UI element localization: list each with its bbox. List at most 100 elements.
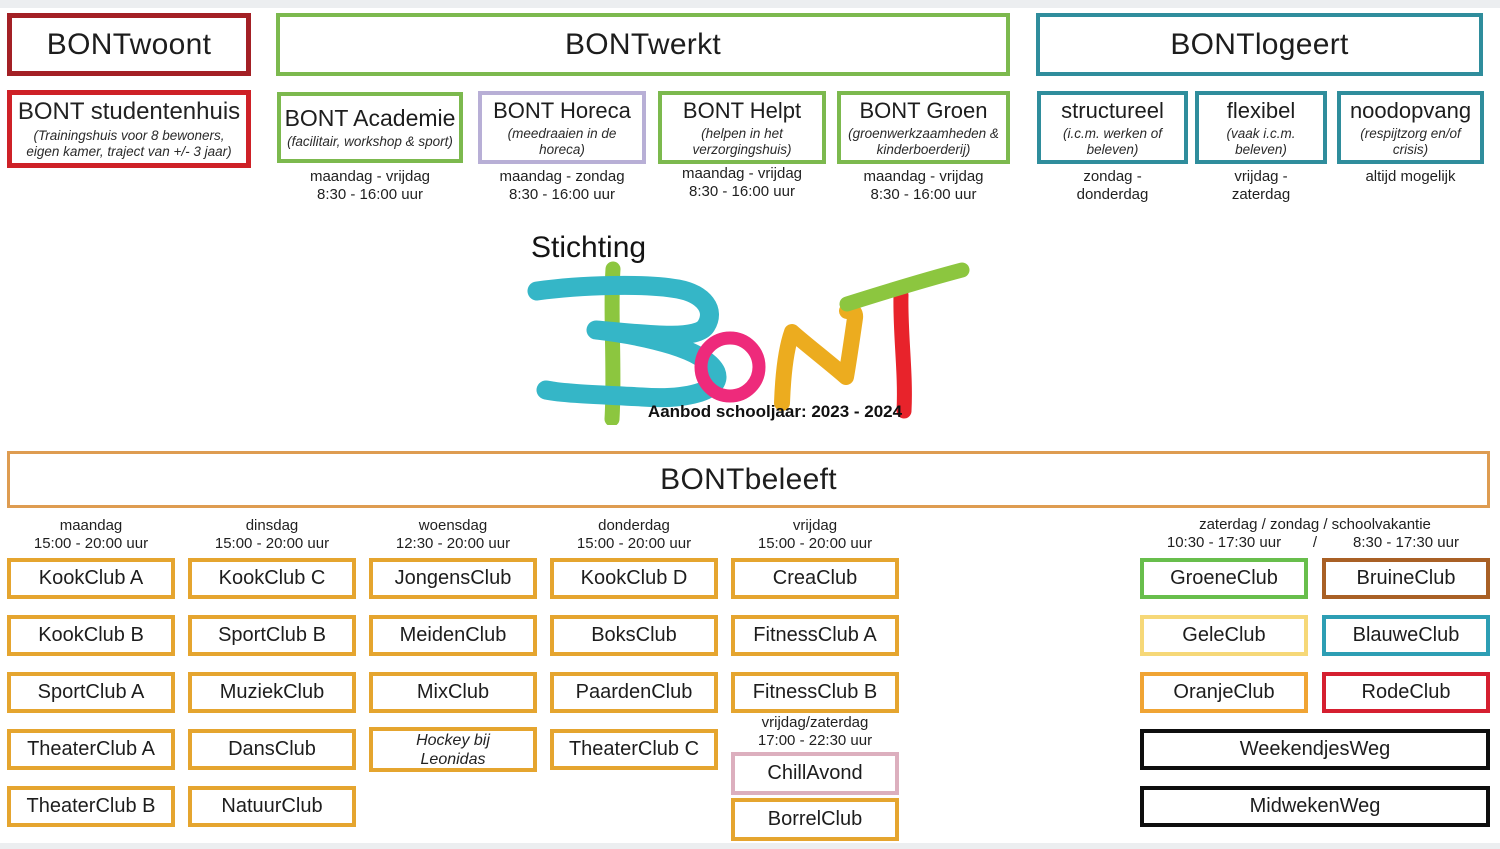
header-maandag-hours: 15:00 - 20:00 uur: [33, 535, 149, 552]
card-groen-hours: 8:30 - 16:00 uur: [870, 186, 977, 203]
section-logeert: BONTlogeert: [1036, 13, 1483, 76]
card-academie-hours: 8:30 - 16:00 uur: [317, 186, 423, 203]
club-geleclub-label: GeleClub: [1182, 624, 1266, 646]
card-flexibel-title: flexibel: [1226, 97, 1296, 123]
header-donderdag-hours: 15:00 - 20:00 uur: [576, 535, 692, 552]
card-academie-desc: (facilitair, workshop & sport): [287, 134, 453, 149]
club-theaterclub-c-label: TheaterClub C: [568, 738, 700, 760]
logo-t-green-bar: [839, 262, 970, 312]
header-vrijdag: vrijdag 15:00 - 20:00 uur: [731, 517, 899, 553]
club-theaterclub-a-label: TheaterClub A: [27, 738, 155, 760]
header-dinsdag-hours: 15:00 - 20:00 uur: [214, 535, 330, 552]
header-weekend-hours-right: 8:30 - 17:30 uur: [1353, 534, 1459, 551]
card-structureel-title: structureel: [1061, 97, 1164, 123]
header-donderdag: donderdag 15:00 - 20:00 uur: [550, 517, 718, 553]
card-structureel-days1: zondag -: [1083, 168, 1142, 185]
club-oranjeclub-label: OranjeClub: [1173, 681, 1275, 703]
club-borrelclub-label: BorrelClub: [767, 808, 863, 830]
header-maandag: maandag 15:00 - 20:00 uur: [7, 517, 175, 553]
header-woensdag-hours: 12:30 - 20:00 uur: [395, 535, 511, 552]
bont-logo: [527, 261, 970, 425]
club-kookclub-a-label: KookClub A: [38, 567, 144, 589]
club-groeneclub: GroeneClub: [1140, 558, 1308, 599]
card-academie-title: BONT Academie: [284, 105, 456, 131]
section-beleeft: BONTbeleeft: [7, 451, 1490, 508]
club-blauweclub-label: BlauweClub: [1352, 624, 1460, 646]
club-mixclub-label: MixClub: [416, 681, 490, 703]
logo-letter-n: [774, 302, 864, 411]
club-dansclub-label: DansClub: [228, 738, 316, 760]
card-groen-days: maandag - vrijdag: [863, 168, 984, 185]
header-dinsdag: dinsdag 15:00 - 20:00 uur: [188, 517, 356, 553]
card-structureel-days2: donderdag: [1076, 186, 1149, 203]
card-noodopvang-times: altijd mogelijk: [1337, 168, 1484, 186]
club-weekendjesweg: WeekendjesWeg: [1140, 729, 1490, 770]
club-fitnessclub-a: FitnessClub A: [731, 615, 899, 656]
card-groen-title: BONT Groen: [859, 97, 988, 123]
club-blauweclub: BlauweClub: [1322, 615, 1490, 656]
card-noodopvang: noodopvang (respijtzorg en/of crisis): [1337, 91, 1484, 164]
header-weekend-hours-separator: /: [1312, 534, 1318, 551]
logo-letter-b: [527, 275, 727, 408]
logo-stichting-text: Stichting: [531, 231, 647, 264]
header-vrijdag-zaterdag: vrijdag/zaterdag 17:00 - 22:30 uur: [731, 714, 899, 750]
card-structureel: structureel (i.c.m. werken of beleven): [1037, 91, 1188, 164]
header-weekend-title: zaterdag / zondag / schoolvakantie: [1199, 516, 1431, 533]
card-structureel-desc: (i.c.m. werken of beleven): [1062, 125, 1163, 157]
club-jongensclub-label: JongensClub: [394, 567, 512, 589]
club-paardenclub: PaardenClub: [550, 672, 718, 713]
card-flexibel-days2: zaterdag: [1231, 186, 1291, 203]
club-natuurclub: NatuurClub: [188, 786, 356, 827]
club-kookclub-d: KookClub D: [550, 558, 718, 599]
club-kookclub-c-label: KookClub C: [218, 567, 326, 589]
club-rodeclub-label: RodeClub: [1361, 681, 1451, 703]
club-oranjeclub: OranjeClub: [1140, 672, 1308, 713]
bottom-edge-strip: [0, 843, 1500, 849]
club-sportclub-b: SportClub B: [188, 615, 356, 656]
header-weekend-hours: 10:30 - 17:30 uur / 8:30 - 17:30 uur: [1140, 534, 1490, 551]
club-dansclub: DansClub: [188, 729, 356, 770]
club-sportclub-a-label: SportClub A: [37, 681, 145, 703]
section-woont-title: BONTwoont: [46, 27, 212, 61]
card-academie-days: maandag - vrijdag: [309, 168, 431, 185]
card-helpt-days: maandag - vrijdag: [681, 165, 803, 182]
club-creaclub-label: CreaClub: [772, 567, 858, 589]
club-boksclub-label: BoksClub: [591, 624, 677, 646]
club-geleclub: GeleClub: [1140, 615, 1308, 656]
card-noodopvang-days1: altijd mogelijk: [1365, 168, 1456, 185]
section-beleeft-title: BONTbeleeft: [660, 462, 837, 496]
header-maandag-day: maandag: [59, 517, 123, 534]
card-flexibel-times: vrijdag - zaterdag: [1195, 168, 1327, 204]
club-theaterclub-c: TheaterClub C: [550, 729, 718, 770]
card-horeca-title: BONT Horeca: [493, 97, 631, 123]
club-muziekclub-label: MuziekClub: [219, 681, 325, 703]
card-academie: BONT Academie (facilitair, workshop & sp…: [277, 92, 463, 163]
club-hockey-bij-leonidas-label: Hockey bij Leonidas: [416, 731, 490, 768]
card-helpt-title: BONT Helpt: [682, 97, 802, 123]
top-edge-strip: [0, 0, 1500, 8]
header-woensdag-day: woensdag: [418, 517, 488, 534]
club-groeneclub-label: GroeneClub: [1170, 567, 1278, 589]
card-noodopvang-desc: (respijtzorg en/of crisis): [1360, 125, 1461, 157]
card-studentenhuis-title: BONT studentenhuis: [17, 98, 241, 125]
card-noodopvang-title: noodopvang: [1349, 97, 1472, 123]
club-kookclub-c: KookClub C: [188, 558, 356, 599]
header-dinsdag-day: dinsdag: [245, 517, 299, 534]
club-meidenclub: MeidenClub: [369, 615, 537, 656]
header-vrijdag-zaterdag-hours: 17:00 - 22:30 uur: [757, 732, 873, 749]
club-midwekenweg-label: MidwekenWeg: [1249, 795, 1381, 817]
club-weekendjesweg-label: WeekendjesWeg: [1239, 738, 1391, 760]
header-weekend-hours-left: 10:30 - 17:30 uur: [1166, 534, 1282, 551]
section-werkt-title: BONTwerkt: [564, 27, 722, 61]
club-natuurclub-label: NatuurClub: [221, 795, 323, 817]
club-mixclub: MixClub: [369, 672, 537, 713]
club-theaterclub-b-label: TheaterClub B: [26, 795, 156, 817]
logo-letter-o: [694, 331, 766, 403]
header-woensdag: woensdag 12:30 - 20:00 uur: [369, 517, 537, 553]
club-rodeclub: RodeClub: [1322, 672, 1490, 713]
club-borrelclub: BorrelClub: [731, 798, 899, 841]
card-horeca-hours: 8:30 - 16:00 uur: [509, 186, 615, 203]
card-helpt-hours: 8:30 - 16:00 uur: [689, 183, 795, 200]
card-horeca: BONT Horeca (meedraaien in de horeca): [478, 91, 646, 164]
